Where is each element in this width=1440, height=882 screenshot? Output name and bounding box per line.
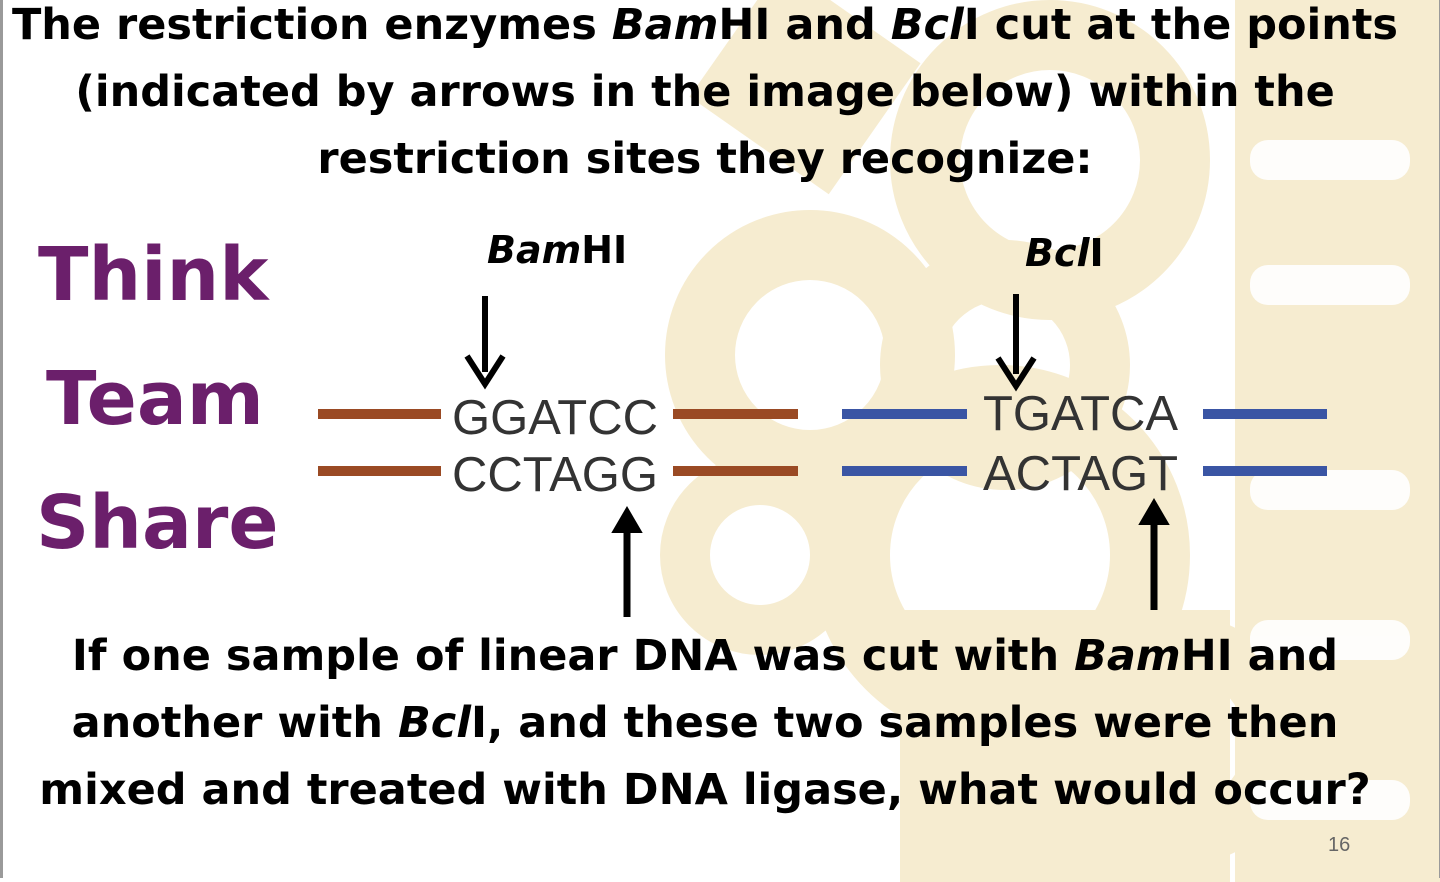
bcli-top-cut-arrow [995,294,1037,392]
question-bcli-italic: Bcl [397,698,471,748]
bcli-bottom-sequence: ACTAGT [983,447,1179,501]
question-text: If one sample of linear DNA was cut with… [0,623,1410,824]
bamhi-label-italic: Bam [487,228,582,272]
heading-text: cut at the points (indicated by arrows i… [75,0,1399,184]
bcli-strand-line [842,409,967,419]
bcli-label-rest: I [1089,231,1104,275]
question-text-part: If one sample of linear DNA was cut with [71,631,1075,681]
heading-text: The restriction enzymes [11,0,612,50]
bcli-strand-line [1203,466,1327,476]
bamhi-top-cut-arrow [464,296,506,390]
share-label: Share [36,480,279,566]
question-text-part: and another with [71,631,1339,748]
bcli-label: BclI [1025,231,1104,275]
bamhi-bottom-cut-arrow [611,506,643,617]
question-bamhi-italic: Bam [1074,631,1181,681]
bcli-bottom-cut-arrow [1138,498,1170,610]
question-bcli-rest: I [470,698,487,748]
team-label: Team [46,356,264,442]
watermark-cut [1250,620,1410,660]
bamhi-strand-line [673,466,798,476]
bcli-strand-line [842,466,967,476]
question-bamhi-rest: HI [1180,631,1233,681]
bcli-label-italic: Bcl [1025,231,1090,275]
bamhi-strand-line [673,409,798,419]
bamhi-strand-line [318,466,441,476]
watermark-cut [1250,470,1410,510]
bamhi-strand-line [318,409,441,419]
watermark-ring [660,455,860,655]
bamhi-label-rest: HI [581,228,628,272]
heading-bcli-rest: I [963,0,980,50]
bamhi-label: BamHI [487,228,627,272]
heading-text: and [770,0,891,50]
watermark-cut [1250,140,1410,180]
watermark-block [689,0,921,195]
watermark-ring [880,240,1130,490]
bamhi-top-sequence: GGATCC [452,391,658,445]
heading-bamhi-rest: HI [718,0,771,50]
question-text-part: , and these two samples were then mixed … [39,698,1371,815]
watermark-cut [1250,780,1410,820]
slide-heading: The restriction enzymes BamHI and BclI c… [0,0,1410,193]
watermark-cut [1250,265,1410,305]
heading-bcli-italic: Bcl [890,0,964,50]
heading-bamhi-italic: Bam [611,0,719,50]
think-label: Think [38,232,269,318]
bcli-strand-line [1203,409,1327,419]
bcli-top-sequence: TGATCA [983,387,1179,441]
watermark-block [900,610,1230,882]
bamhi-bottom-sequence: CCTAGG [452,448,658,502]
page-number: 16 [1328,834,1351,856]
